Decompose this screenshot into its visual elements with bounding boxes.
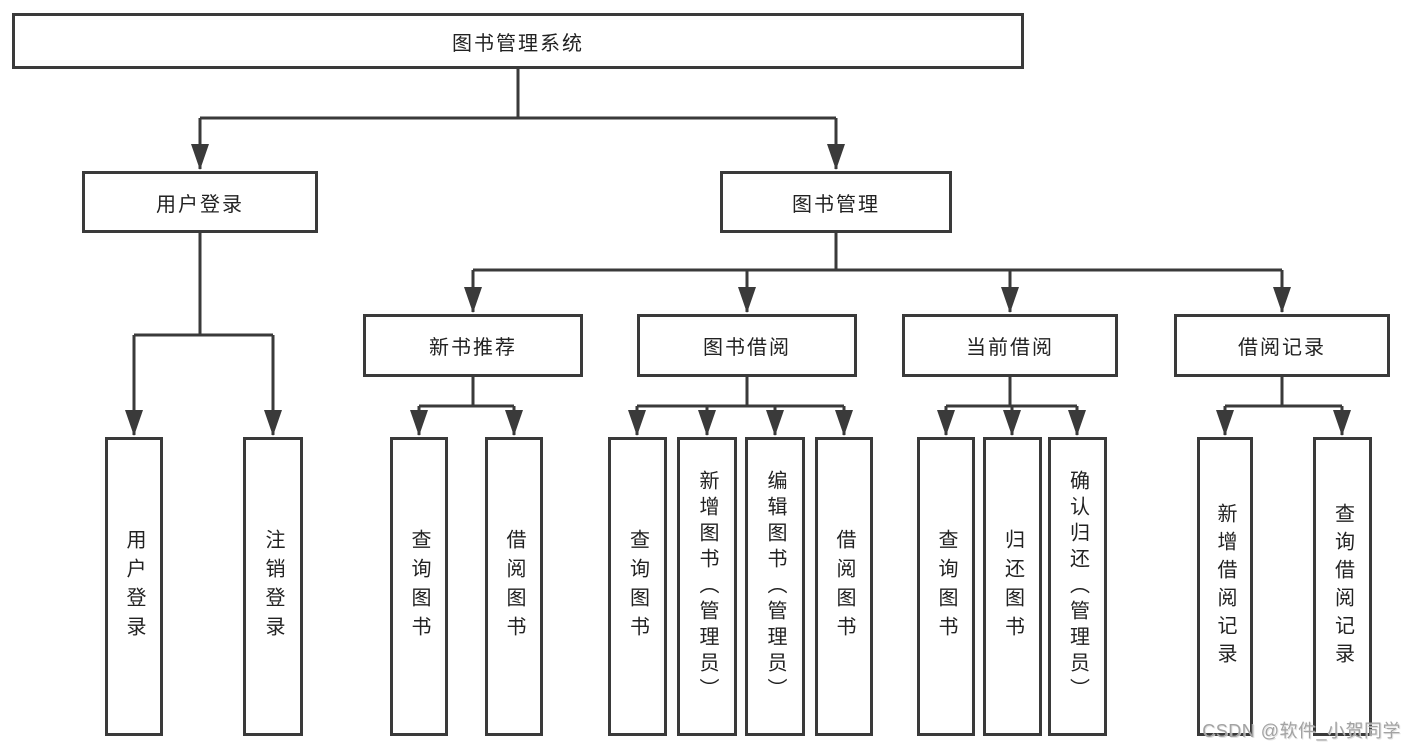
node-label: 用户登录	[156, 193, 244, 216]
node-label: 查询图书	[626, 528, 649, 645]
node-user-login: 用户登录	[82, 171, 318, 233]
node-return-books: 归还图书	[983, 437, 1042, 736]
node-label: 新增借阅记录	[1214, 502, 1236, 671]
node-label: 借阅记录	[1238, 337, 1326, 359]
node-label: 图书管理	[792, 193, 880, 216]
node-query-books-2: 查询图书	[608, 437, 667, 736]
node-borrowing-records: 借阅记录	[1174, 314, 1390, 377]
node-label: 注销登录	[262, 528, 284, 645]
node-label: 借阅图书	[833, 528, 855, 645]
node-label: 借阅图书	[503, 528, 525, 645]
node-label: 查询图书	[408, 528, 430, 645]
node-borrow-books-2: 借阅图书	[815, 437, 873, 736]
node-label: 图书管理系统	[452, 32, 584, 55]
node-label: 确认归还（管理员）	[1066, 469, 1089, 704]
node-label: 查询借阅记录	[1331, 502, 1354, 671]
node-label: 查询图书	[935, 528, 957, 645]
node-add-borrow-record: 新增借阅记录	[1197, 437, 1253, 736]
node-label: 图书借阅	[703, 337, 791, 359]
node-query-borrow-record: 查询借阅记录	[1313, 437, 1372, 736]
node-label: 新书推荐	[429, 337, 517, 359]
node-label: 编辑图书（管理员）	[764, 469, 786, 704]
node-new-book-recommendation: 新书推荐	[363, 314, 583, 377]
node-logout: 注销登录	[243, 437, 303, 736]
node-label: 归还图书	[1001, 528, 1024, 645]
node-edit-book-admin: 编辑图书（管理员）	[745, 437, 805, 736]
node-confirm-return-admin: 确认归还（管理员）	[1048, 437, 1107, 736]
node-label: 当前借阅	[966, 337, 1054, 359]
node-add-book-admin: 新增图书（管理员）	[677, 437, 737, 736]
node-query-books-1: 查询图书	[390, 437, 448, 736]
node-library-management-system: 图书管理系统	[12, 13, 1024, 69]
node-label: 新增图书（管理员）	[696, 469, 718, 704]
node-user-login-leaf: 用户登录	[105, 437, 163, 736]
node-current-borrowing: 当前借阅	[902, 314, 1118, 377]
node-book-management: 图书管理	[720, 171, 952, 233]
watermark-text: CSDN @软件_小贺同学	[1202, 721, 1401, 741]
node-label: 用户登录	[123, 528, 145, 645]
node-borrow-books-1: 借阅图书	[485, 437, 543, 736]
node-book-borrowing: 图书借阅	[637, 314, 857, 377]
node-query-books-3: 查询图书	[917, 437, 975, 736]
